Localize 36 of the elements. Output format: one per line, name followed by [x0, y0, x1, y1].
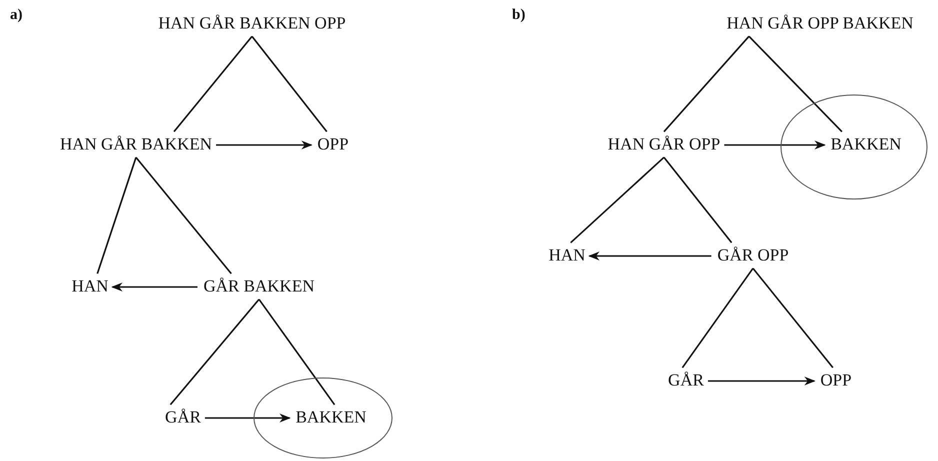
- phrase-label: OPP: [317, 136, 349, 154]
- phrase-label: HAN GÅR OPP BAKKEN: [726, 14, 914, 34]
- phrase-label: GÅR: [668, 372, 704, 390]
- tree-branch-line: [96, 157, 137, 274]
- tree-branch-line: [170, 298, 260, 406]
- tree-branch-line: [135, 156, 232, 274]
- tree-branch-line: [748, 36, 842, 132]
- highlight-ellipse: [253, 377, 393, 459]
- phrase-label: HAN: [72, 278, 108, 296]
- phrase-label: GÅR OPP: [717, 246, 789, 266]
- tree-branch-line: [663, 156, 732, 244]
- phrase-label: OPP: [820, 372, 852, 390]
- panel-label: b): [512, 7, 526, 24]
- highlight-ellipse: [780, 94, 928, 200]
- phrase-label: HAN GÅR OPP: [608, 136, 720, 154]
- tree-branch-line: [173, 36, 253, 132]
- phrase-label: GÅR BAKKEN: [204, 278, 314, 296]
- phrase-label: BAKKEN: [830, 136, 902, 154]
- arrow: [708, 376, 816, 386]
- arrow: [588, 252, 712, 260]
- tree-branch-line: [570, 156, 665, 244]
- arrow: [216, 140, 313, 150]
- tree-branch-line: [752, 268, 834, 368]
- phrase-label: HAN GÅR BAKKEN OPP: [158, 14, 346, 34]
- tree-branch-line: [251, 36, 328, 132]
- arrow: [724, 140, 826, 150]
- phrase-label: GÅR: [165, 408, 201, 428]
- tree-branch-line: [682, 268, 754, 368]
- phrase-label: HAN: [548, 246, 586, 266]
- phrase-label: HAN GÅR BAKKEN: [60, 136, 212, 154]
- arrow: [204, 414, 291, 422]
- tree-branch-line: [258, 298, 336, 406]
- panel-label: a): [10, 7, 22, 24]
- tree-branch-line: [663, 36, 750, 132]
- phrase-label: BAKKEN: [296, 408, 366, 428]
- arrow: [111, 282, 198, 292]
